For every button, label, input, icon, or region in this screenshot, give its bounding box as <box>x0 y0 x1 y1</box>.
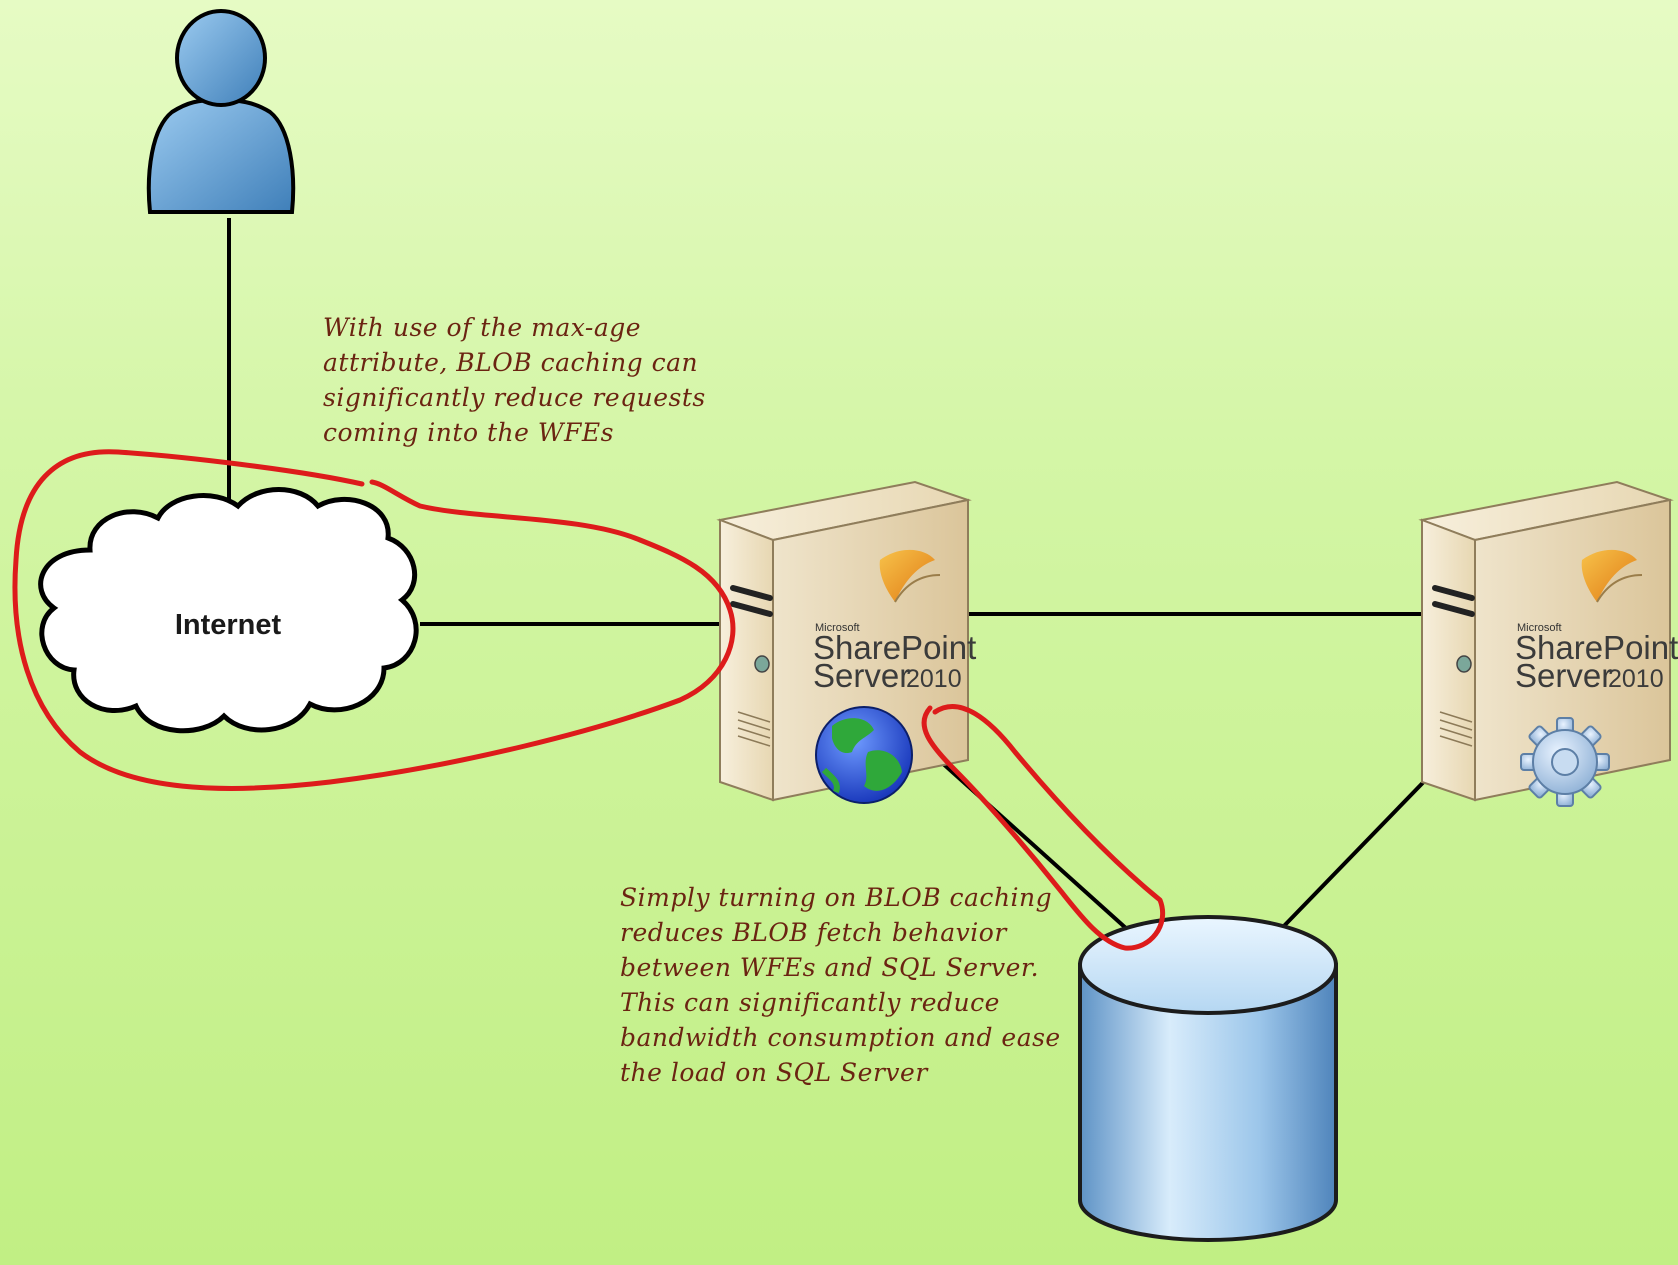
user-icon <box>146 9 296 214</box>
database-icon <box>1078 915 1338 1242</box>
server-brand-year: 2010 <box>906 665 962 693</box>
sharepoint-logo-mark <box>1581 549 1643 603</box>
globe-icon <box>815 706 913 804</box>
server-brand-sub: Server <box>1515 657 1612 694</box>
highlight-marks <box>12 449 1166 951</box>
internet-cloud: Internet <box>38 487 419 734</box>
server-brand-main: SharePoint <box>1515 629 1678 666</box>
internet-highlight-loop <box>12 449 736 791</box>
max-age-annotation: With use of the max-age attribute, BLOB … <box>323 310 706 450</box>
gear-icon <box>1520 717 1610 807</box>
server-brand-year: 2010 <box>1608 665 1664 693</box>
server-brand-small: Microsoft <box>1517 622 1562 634</box>
blob-caching-annotation: Simply turning on BLOB caching reduces B… <box>620 880 1061 1090</box>
annotation-line: attribute, BLOB caching can <box>323 348 699 377</box>
annotation-line: significantly reduce requests <box>323 383 706 412</box>
app-server-icon: Microsoft SharePoint Server 2010 <box>1418 480 1678 802</box>
server-brand-sub: Server <box>813 657 910 694</box>
annotation-line: With use of the max-age <box>323 313 642 342</box>
sharepoint-logo-mark <box>879 549 941 603</box>
annotation-line: between WFEs and SQL Server. <box>620 953 1040 982</box>
annotation-line: bandwidth consumption and ease <box>620 1023 1061 1052</box>
cloud-label: Internet <box>175 609 282 641</box>
app-server-to-database-line <box>1280 760 1445 930</box>
server-brand-main: SharePoint <box>813 629 976 666</box>
web-server-icon: Microsoft SharePoint Server 2010 <box>716 480 976 802</box>
annotation-line: reduces BLOB fetch behavior <box>620 918 1007 947</box>
annotation-line: coming into the WFEs <box>323 418 614 447</box>
annotation-line: This can significantly reduce <box>620 988 1000 1017</box>
database-link-highlight <box>921 704 1166 951</box>
annotation-line: the load on SQL Server <box>620 1058 928 1087</box>
annotation-line: Simply turning on BLOB caching <box>620 883 1053 912</box>
server-brand-small: Microsoft <box>815 622 860 634</box>
